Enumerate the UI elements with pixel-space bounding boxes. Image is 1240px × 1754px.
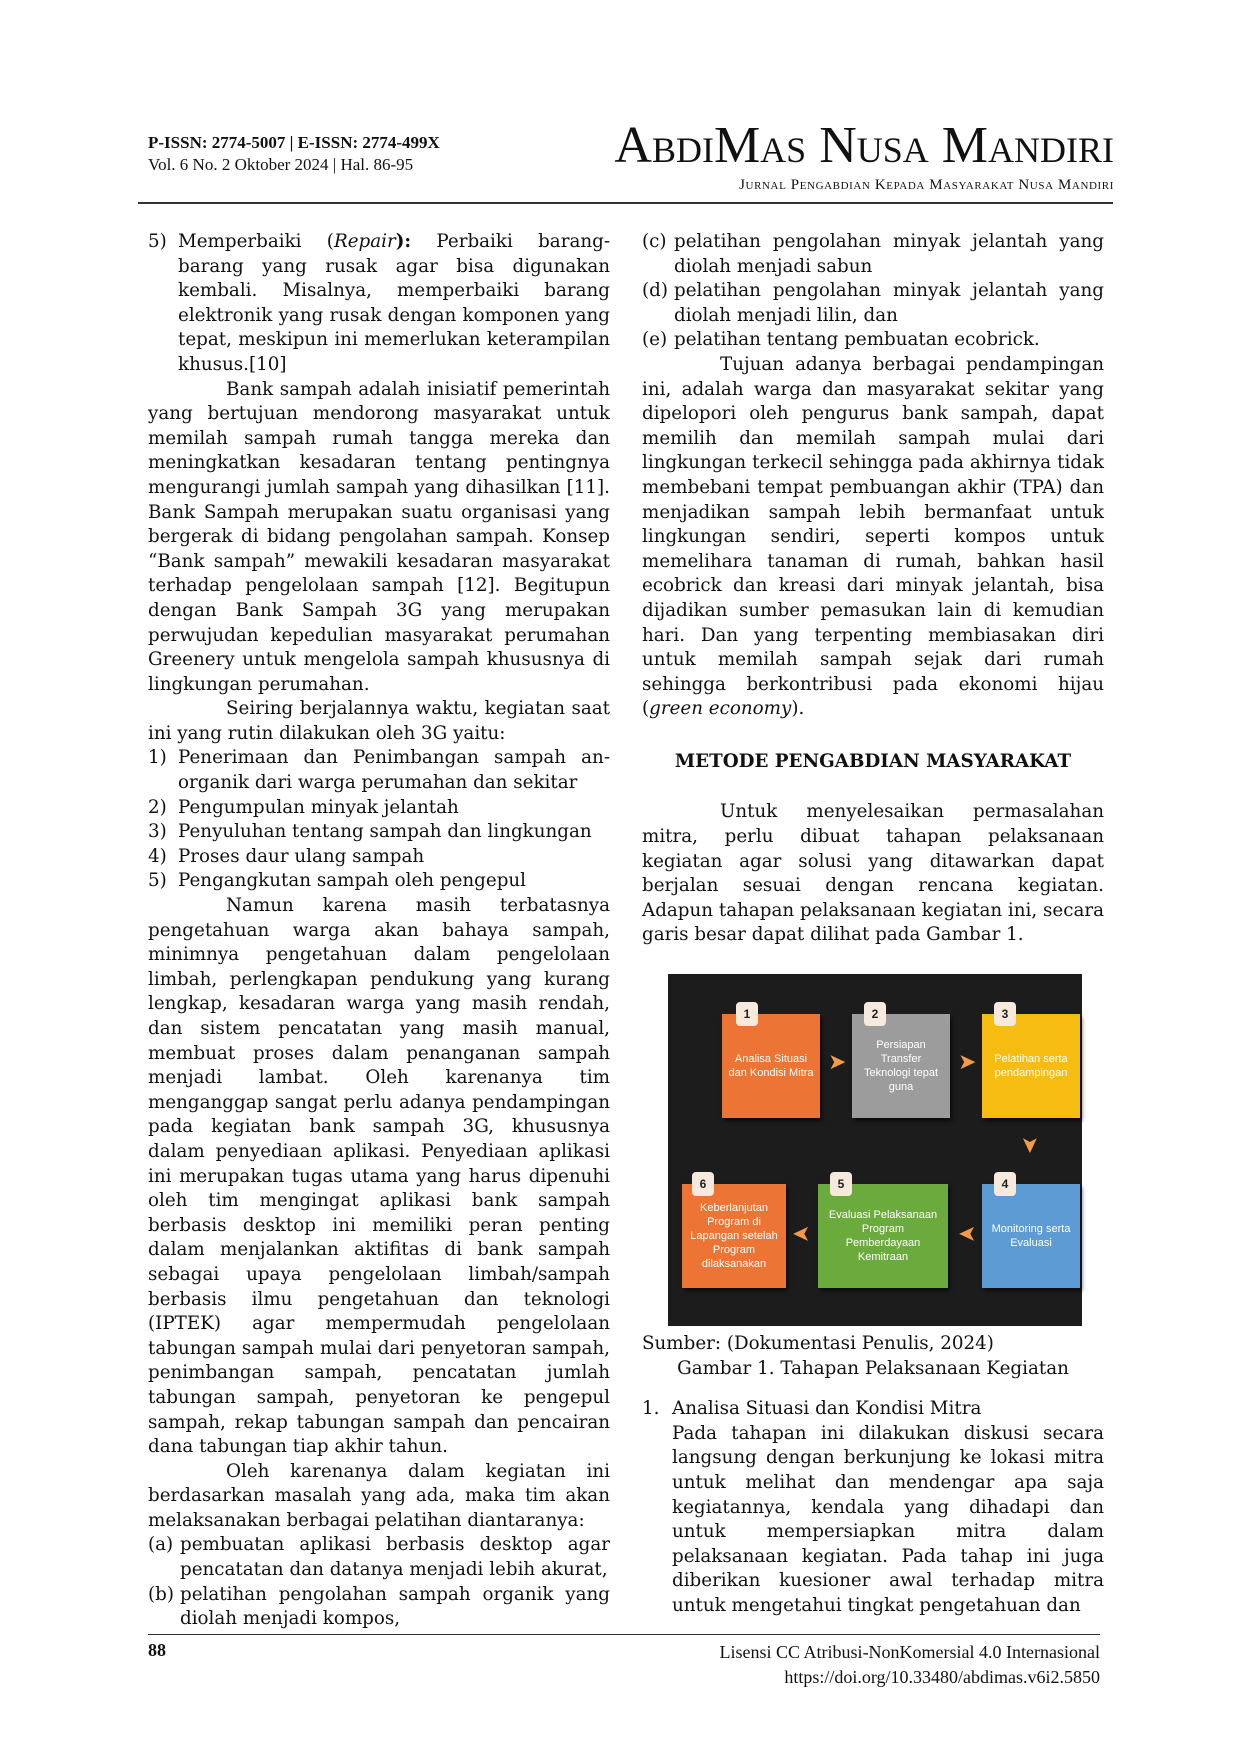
- list-text: Perbaiki barang-barang yang rusak agar b…: [178, 231, 610, 375]
- list-continuation: 5) Memperbaiki (Repair): Perbaiki barang…: [148, 230, 610, 378]
- footer-info: Lisensi CC Atribusi-NonKomersial 4.0 Int…: [720, 1640, 1100, 1690]
- paragraph: Namun karena masih terbatasnya pengetahu…: [148, 895, 610, 1458]
- step-label: Analisa Situasi dan Kondisi Mitra: [728, 1053, 814, 1080]
- list-letter: (a): [148, 1534, 174, 1556]
- method-list: 1. Analisa Situasi dan Kondisi Mitra Pad…: [642, 1397, 1104, 1618]
- list-description: Pada tahapan ini dilakukan diskusi secar…: [672, 1422, 1104, 1616]
- list-number: 2): [148, 796, 167, 818]
- footer-divider: [148, 1634, 1100, 1635]
- step-label: Persiapan Transfer Teknologi tepat guna: [864, 1039, 938, 1094]
- step-badge-4: 4: [994, 1172, 1016, 1197]
- step-box-2: Persiapan Transfer Teknologi tepat guna: [852, 1014, 950, 1119]
- list-text: Proses daur ulang sampah: [178, 845, 425, 867]
- step-label: Evaluasi Pelaksanaan Program Pemberdayaa…: [828, 1209, 938, 1264]
- italic-term: Repair: [333, 231, 396, 252]
- step-box-6: Keberlanjutan Program di Lapangan setela…: [682, 1184, 786, 1289]
- list-text: Pengumpulan minyak jelantah: [178, 796, 459, 818]
- list-text: pembuatan aplikasi berbasis desktop agar…: [180, 1534, 610, 1581]
- paragraph: Oleh karenanya dalam kegiatan ini berdas…: [148, 1460, 610, 1531]
- list-item: 4) Proses daur ulang sampah: [148, 845, 610, 870]
- list-number: 4): [148, 845, 167, 867]
- step-label: Pelatihan serta pendampingan: [994, 1053, 1068, 1080]
- paragraph-text: ).: [791, 698, 805, 720]
- activity-list: 1) Penerimaan dan Penimbangan sampah an-o…: [148, 746, 610, 894]
- left-column: 5) Memperbaiki (Repair): Perbaiki barang…: [148, 230, 610, 1632]
- list-number: 5): [148, 870, 167, 892]
- step-badge-6: 6: [692, 1172, 714, 1197]
- list-item: (c) pelatihan pengolahan minyak jelantah …: [642, 230, 1104, 279]
- list-text: Penerimaan dan Penimbangan sampah an-org…: [178, 747, 610, 794]
- volume-line: Vol. 6 No. 2 Oktober 2024 | Hal. 86-95: [148, 155, 414, 174]
- arrow-right-icon: ➤: [828, 1050, 847, 1076]
- list-item: 1) Penerimaan dan Penimbangan sampah an-o…: [148, 746, 610, 795]
- step-badge-2: 2: [864, 1002, 886, 1027]
- right-column: (c) pelatihan pengolahan minyak jelantah …: [642, 230, 1104, 1619]
- list-number: 1): [148, 747, 167, 769]
- list-item: (d) pelatihan pengolahan minyak jelantah …: [642, 279, 1104, 328]
- list-text: Penyuluhan tentang sampah dan lingkungan: [178, 821, 592, 843]
- header-meta: P-ISSN: 2774-5007 | E-ISSN: 2774-499X Vo…: [148, 132, 440, 176]
- arrow-down-icon: ➤: [1017, 1135, 1043, 1155]
- list-text: pelatihan tentang pembuatan ecobrick.: [674, 329, 1040, 351]
- list-number: 5): [148, 231, 167, 252]
- list-letter: (e): [642, 329, 668, 351]
- step-badge-1: 1: [736, 1002, 758, 1027]
- list-text: Memperbaiki (: [178, 231, 334, 252]
- list-text: pelatihan pengolahan sampah organik yang…: [180, 1583, 610, 1630]
- step-box-1: Analisa Situasi dan Kondisi Mitra: [722, 1014, 820, 1119]
- list-letter: (c): [642, 231, 667, 252]
- step-box-5: Evaluasi Pelaksanaan Program Pemberdayaa…: [818, 1184, 948, 1289]
- issn-line: P-ISSN: 2774-5007 | E-ISSN: 2774-499X: [148, 133, 440, 152]
- license-text: Lisensi CC Atribusi-NonKomersial 4.0 Int…: [719, 1642, 1100, 1662]
- list-text: pelatihan pengolahan minyak jelantah yan…: [674, 280, 1104, 326]
- doi-link[interactable]: https://doi.org/10.33480/abdimas.v6i2.58…: [784, 1667, 1100, 1687]
- step-badge-3: 3: [994, 1002, 1016, 1027]
- list-item: 5) Pengangkutan sampah oleh pengepul: [148, 869, 610, 894]
- process-figure: Analisa Situasi dan Kondisi Mitra 1 ➤ Pe…: [668, 974, 1082, 1327]
- list-text-bold: ):: [395, 231, 412, 252]
- list-letter: (b): [148, 1583, 174, 1605]
- arrow-right-icon: ➤: [958, 1050, 977, 1076]
- page-number: 88: [148, 1640, 166, 1660]
- figure-caption: Gambar 1. Tahapan Pelaksanaan Kegiatan: [677, 1357, 1069, 1379]
- step-box-4: Monitoring serta Evaluasi: [982, 1184, 1080, 1289]
- figure-source: Sumber: (Dokumentasi Penulis, 2024): [642, 1333, 994, 1355]
- list-item: 3) Penyuluhan tentang sampah dan lingkung…: [148, 820, 610, 845]
- section-heading: METODE PENGABDIAN MASYARAKAT: [674, 750, 1072, 772]
- step-label: Monitoring serta Evaluasi: [991, 1223, 1071, 1250]
- header-divider: [138, 202, 1113, 204]
- list-title: Analisa Situasi dan Kondisi Mitra: [672, 1398, 982, 1420]
- paragraph: Untuk menyelesaikan permasalahan mitra, …: [642, 801, 1104, 946]
- list-text: pelatihan pengolahan minyak jelantah yan…: [674, 231, 1104, 277]
- training-list-continued: (c) pelatihan pengolahan minyak jelantah …: [642, 230, 1104, 353]
- list-number: 3): [148, 821, 167, 843]
- step-badge-5: 5: [830, 1172, 852, 1197]
- journal-name: AbdiMas Nusa Mandiri: [614, 117, 1114, 174]
- journal-masthead: AbdiMas Nusa Mandiri Jurnal Pengabdian K…: [594, 118, 1114, 194]
- journal-subtitle: Jurnal Pengabdian Kepada Masyarakat Nusa…: [739, 177, 1114, 193]
- arrow-left-icon: ➤: [958, 1221, 977, 1247]
- list-text: Pengangkutan sampah oleh pengepul: [178, 870, 527, 892]
- list-item: (a) pembuatan aplikasi berbasis desktop a…: [148, 1533, 610, 1582]
- list-item: (b) pelatihan pengolahan sampah organik y…: [148, 1583, 610, 1632]
- list-item: (e) pelatihan tentang pembuatan ecobrick.: [642, 328, 1104, 353]
- list-item: 1. Analisa Situasi dan Kondisi Mitra Pad…: [642, 1397, 1104, 1618]
- arrow-left-icon: ➤: [792, 1221, 811, 1247]
- step-box-3: Pelatihan serta pendampingan: [982, 1014, 1080, 1119]
- paragraph-text: Tujuan adanya berbagai pendampingan ini,…: [642, 353, 1104, 720]
- list-letter: (d): [642, 280, 668, 302]
- paragraph: Tujuan adanya berbagai pendampingan ini,…: [642, 353, 1104, 722]
- paragraph: Bank sampah adalah inisiatif pemerintah …: [148, 378, 610, 695]
- step-label: Keberlanjutan Program di Lapangan setela…: [690, 1202, 778, 1271]
- italic-term: green economy: [649, 698, 792, 720]
- list-number: 1.: [642, 1398, 660, 1420]
- list-item: 2) Pengumpulan minyak jelantah: [148, 796, 610, 821]
- paragraph: Seiring berjalannya waktu, kegiatan saat…: [148, 698, 610, 744]
- training-list: (a) pembuatan aplikasi berbasis desktop a…: [148, 1533, 610, 1631]
- list-item: 5) Memperbaiki (Repair): Perbaiki barang…: [148, 230, 610, 378]
